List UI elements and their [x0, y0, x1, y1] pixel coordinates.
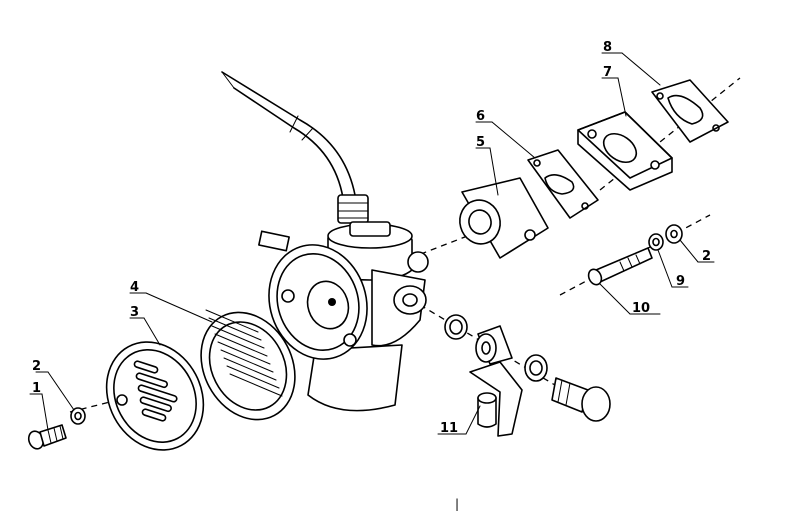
- callout-10: 10: [632, 301, 650, 316]
- callout-2-left: 2: [32, 359, 41, 374]
- part-8-gasket: [651, 79, 729, 143]
- leader-lines: [29, 52, 715, 435]
- mesh-line: [226, 365, 280, 389]
- o-ring-upper: [444, 314, 468, 340]
- part-1-screw: [27, 424, 67, 450]
- callout-1: 1: [32, 381, 41, 396]
- callout-9: 9: [676, 274, 685, 289]
- callout-2-right: 2: [702, 249, 711, 264]
- mesh-line: [208, 317, 262, 341]
- drain-plug: [551, 377, 611, 422]
- part-5-intake-adapter: [459, 177, 549, 259]
- part-6-gasket: [527, 149, 599, 219]
- mesh-line: [220, 349, 274, 373]
- cover-slot: [141, 408, 167, 422]
- mesh-line: [229, 373, 283, 397]
- cover-slot: [137, 384, 178, 403]
- callout-5: 5: [476, 135, 485, 150]
- callout-11: 11: [440, 421, 458, 436]
- callout-7: 7: [603, 65, 612, 80]
- part-7-insulator: [577, 111, 673, 191]
- part-9-nut: [648, 233, 664, 251]
- callout-3: 3: [130, 305, 139, 320]
- cover-slots: [133, 360, 178, 422]
- callout-8: 8: [603, 40, 612, 55]
- cover-slot: [133, 360, 159, 374]
- axis-line-flange: [599, 77, 741, 191]
- carburetor-body: [258, 221, 429, 412]
- throttle-cable: [221, 71, 369, 224]
- part-10-stud-bolt: [587, 247, 653, 286]
- cover-slot: [139, 396, 172, 413]
- part-11-fuel-tap: [469, 361, 523, 437]
- mesh-line: [223, 357, 277, 381]
- o-ring-lower: [524, 354, 548, 382]
- mesh-line: [211, 325, 265, 349]
- part-2-washer-right: [665, 224, 683, 244]
- mesh-line: [217, 341, 271, 365]
- callout-4: 4: [130, 280, 139, 295]
- mesh-line: [205, 309, 259, 333]
- filter-mesh-lines: [205, 309, 283, 397]
- cover-slot: [135, 372, 168, 389]
- banjo-fitting: [475, 325, 513, 365]
- footer-mark: |: [455, 497, 459, 511]
- part-2-washer-left: [70, 407, 86, 425]
- part-3-filter-cover: [105, 341, 205, 451]
- callout-6: 6: [476, 109, 485, 124]
- mesh-line: [214, 333, 268, 357]
- part-4-mesh-filter: [200, 309, 296, 421]
- axis-line-screw: [69, 399, 119, 413]
